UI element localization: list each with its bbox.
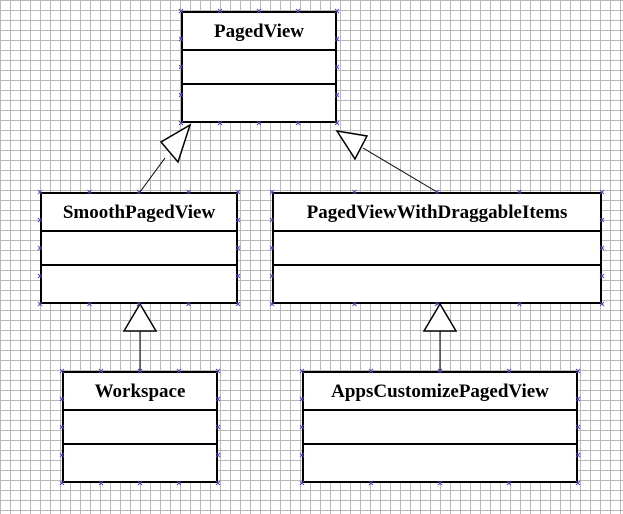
operations-compartment bbox=[64, 445, 216, 478]
class-box-smoothpagedview[interactable]: SmoothPagedView bbox=[40, 192, 238, 304]
operations-compartment bbox=[183, 85, 335, 118]
class-name: SmoothPagedView bbox=[42, 194, 236, 232]
class-box-pagedviewwithdraggableitems[interactable]: PagedViewWithDraggableItems bbox=[272, 192, 602, 304]
attributes-compartment bbox=[274, 232, 600, 266]
class-name: PagedView bbox=[183, 13, 335, 51]
generalization-draggable-to-pagedview[interactable] bbox=[335, 129, 438, 193]
attributes-compartment bbox=[64, 411, 216, 445]
attributes-compartment bbox=[183, 51, 335, 85]
operations-compartment bbox=[42, 266, 236, 299]
class-box-workspace[interactable]: Workspace bbox=[62, 371, 218, 483]
class-box-pagedview[interactable]: PagedView bbox=[181, 11, 337, 123]
generalization-apps-to-draggable[interactable] bbox=[422, 302, 458, 371]
class-name: Workspace bbox=[64, 373, 216, 411]
operations-compartment bbox=[274, 266, 600, 299]
class-box-appscustomizepagedview[interactable]: AppsCustomizePagedView bbox=[302, 371, 578, 483]
operations-compartment bbox=[304, 445, 576, 478]
class-name: PagedViewWithDraggableItems bbox=[274, 194, 600, 232]
class-name: AppsCustomizePagedView bbox=[304, 373, 576, 411]
attributes-compartment bbox=[304, 411, 576, 445]
generalization-workspace-to-smoothpagedview[interactable] bbox=[122, 302, 158, 371]
attributes-compartment bbox=[42, 232, 236, 266]
generalization-smoothpagedview-to-pagedview[interactable] bbox=[139, 123, 192, 193]
